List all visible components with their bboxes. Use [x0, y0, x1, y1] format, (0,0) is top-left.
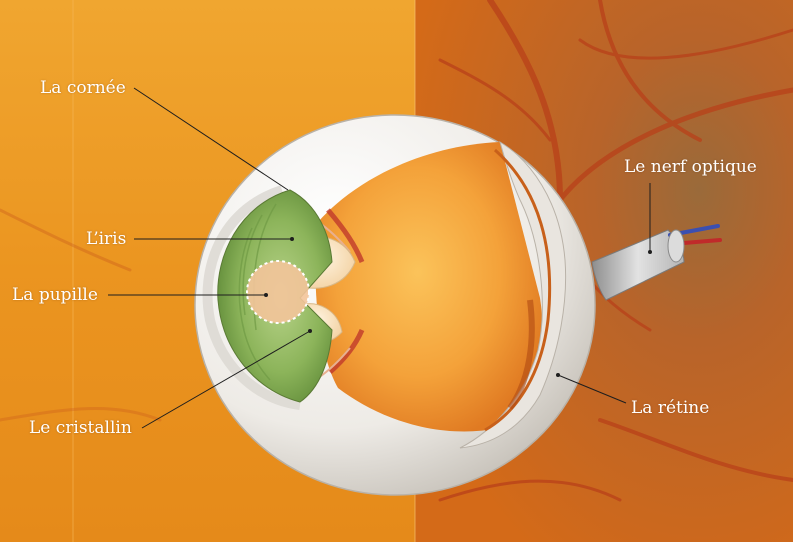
label-cornea: La cornée	[40, 78, 126, 98]
label-retina: La rétine	[631, 398, 709, 418]
label-iris: L’iris	[86, 229, 126, 249]
label-lens: Le cristallin	[29, 418, 132, 438]
label-optic-nerve: Le nerf optique	[624, 157, 757, 177]
label-pupil: La pupille	[12, 285, 98, 305]
